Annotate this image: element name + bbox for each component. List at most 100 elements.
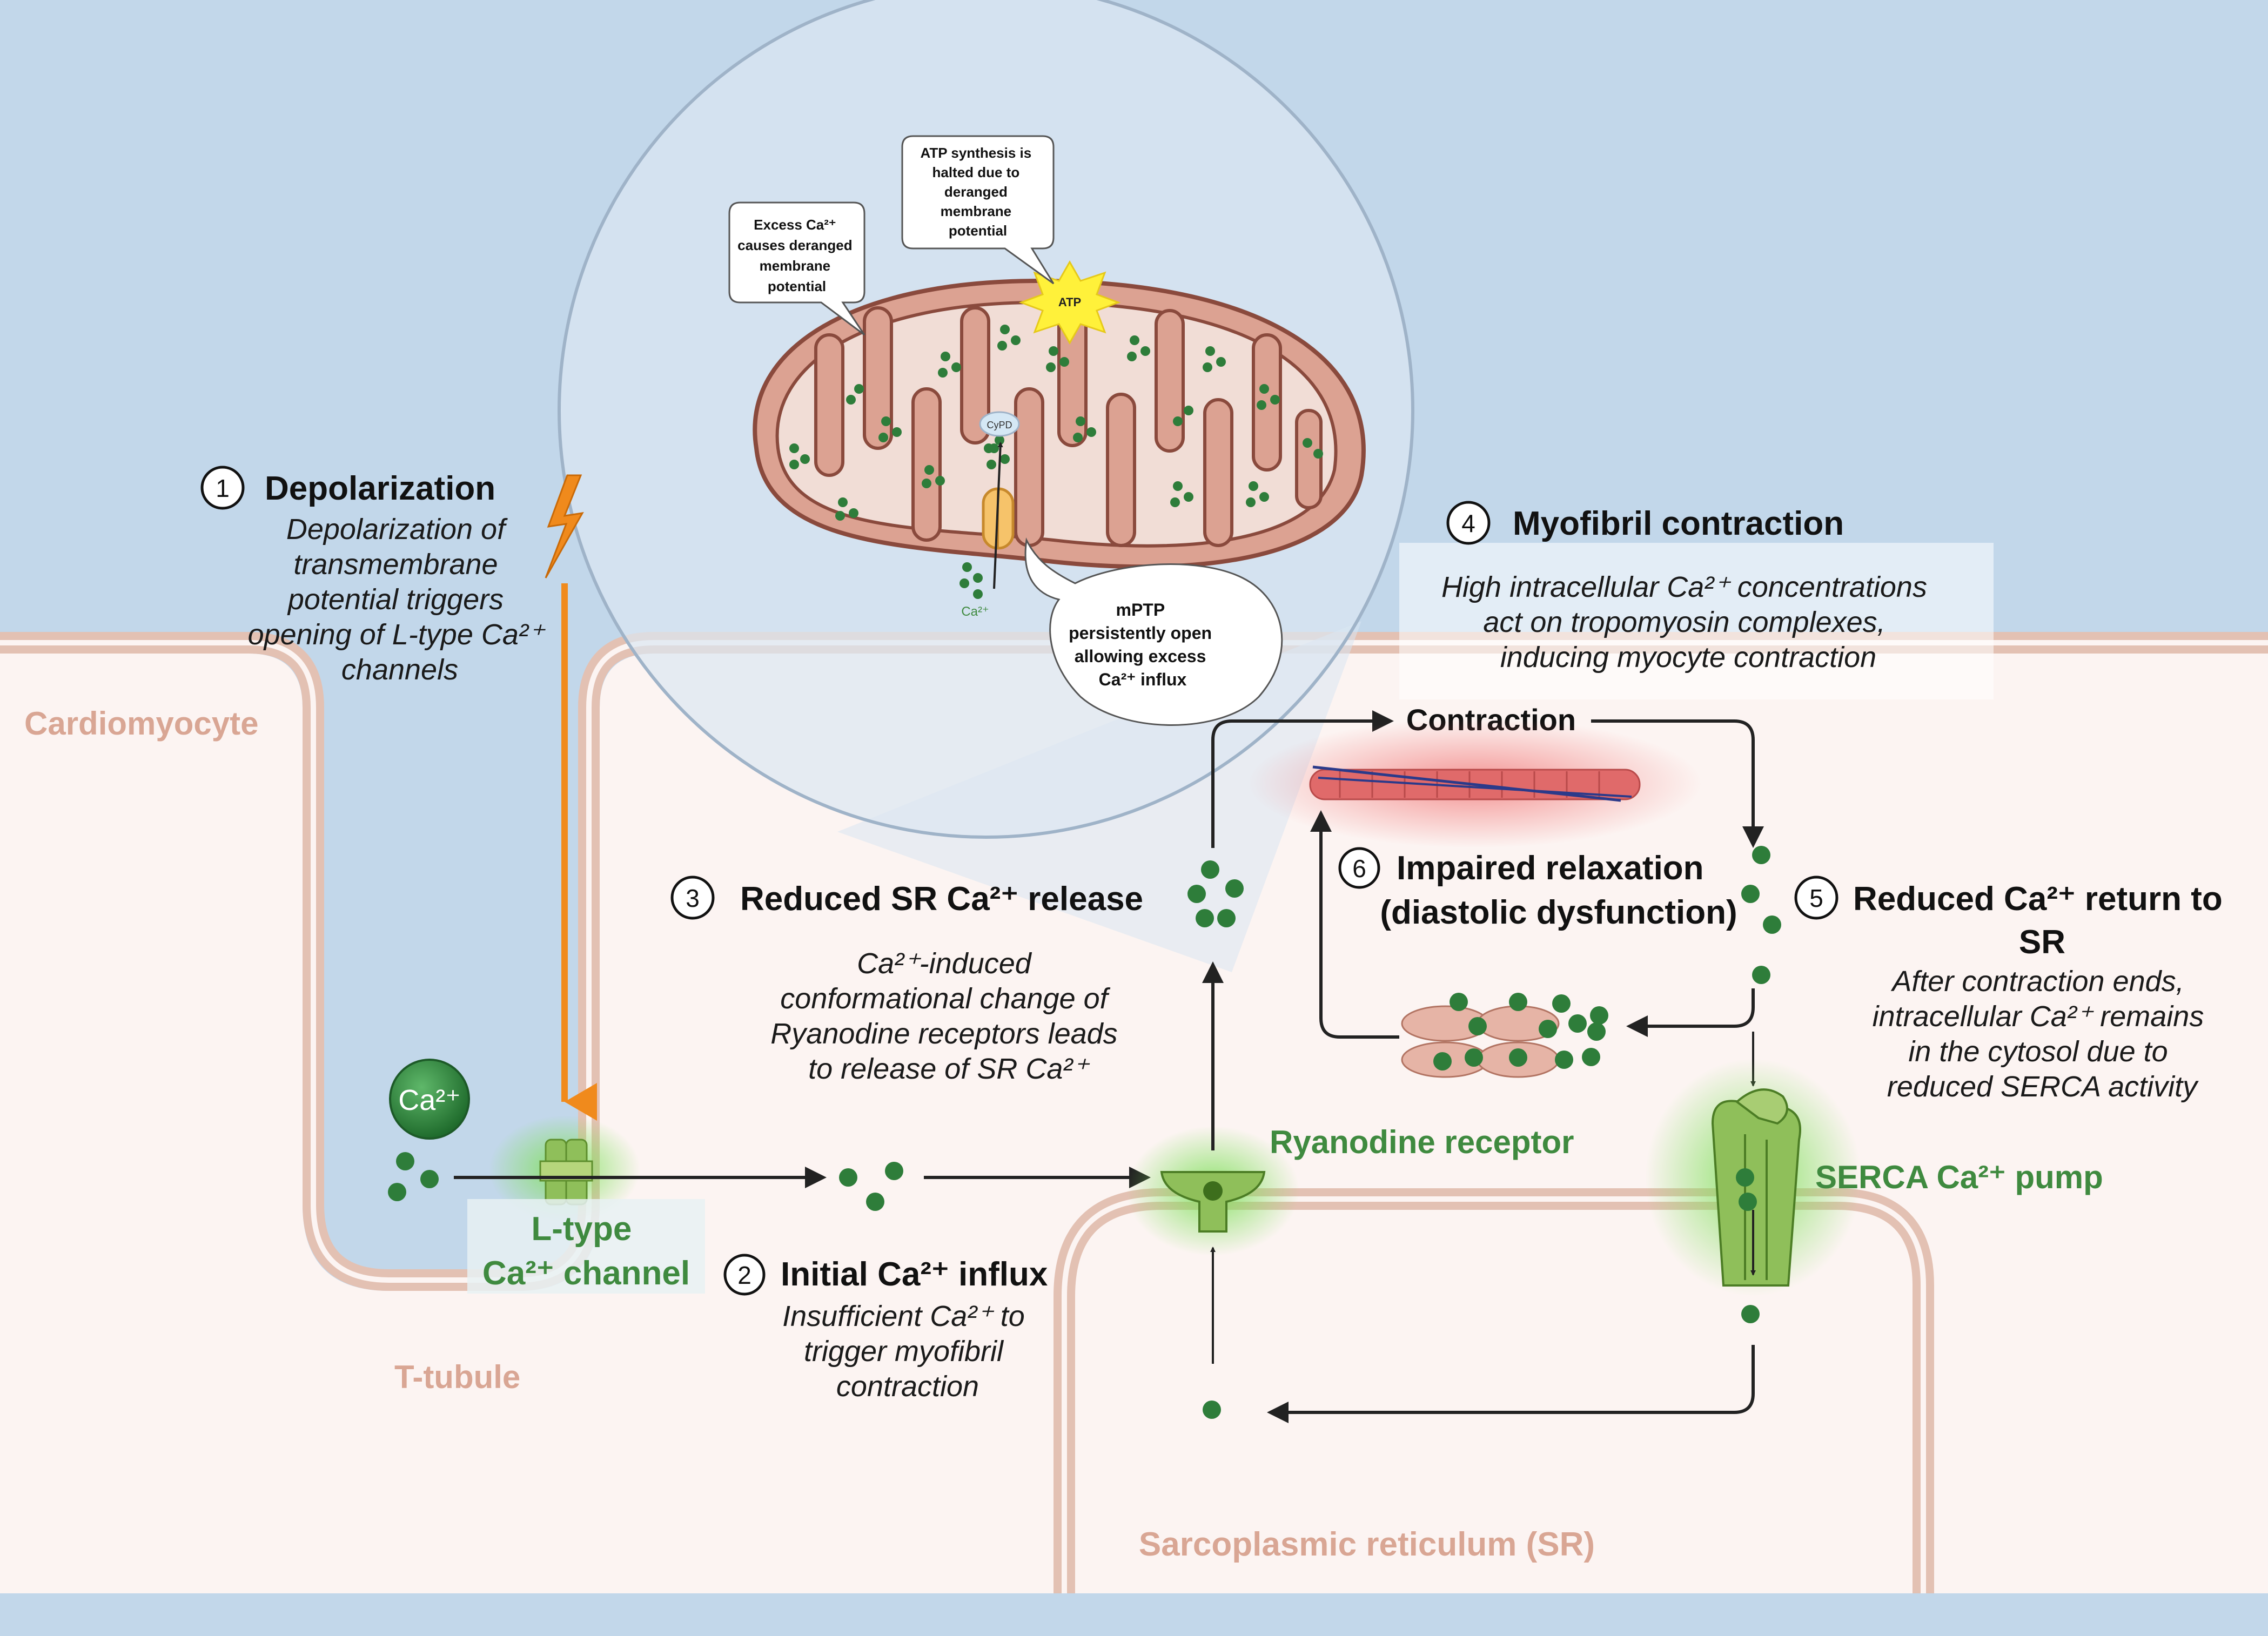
- calcium-cluster-mito: [1433, 993, 1608, 1071]
- sr-calcium-ion-1: [1741, 1305, 1760, 1323]
- sr-return-arrow: [1267, 1345, 1755, 1423]
- svg-text:Depolarization of transm: Depolarization of transmembrane potentia…: [248, 513, 552, 686]
- step1-block: 1 Depolarization Depolarization of trans…: [200, 466, 597, 1121]
- step1-desc-line1: Depolarization of: [286, 513, 508, 546]
- bubble-atp-halted: ATP synthesis is halted due to deranged …: [901, 135, 1055, 285]
- step5-desc-line1: After contraction ends,: [1890, 965, 2184, 998]
- bubble-excess-line3: membrane: [760, 258, 831, 274]
- step1-desc-line5: channels: [341, 654, 458, 686]
- bubble-excess-line2: causes deranged: [737, 237, 852, 253]
- step4-number: 4: [1461, 509, 1475, 537]
- step3-desc-line1: Ca²⁺-induced: [857, 947, 1032, 980]
- step1-number: 1: [216, 474, 230, 502]
- sr-label: Sarcoplasmic reticulum (SR): [1139, 1526, 1595, 1563]
- step3-desc-line3: Ryanodine receptors leads: [770, 1018, 1117, 1050]
- bottom-extracellular-band: [0, 1593, 2268, 1636]
- cypd-protein: [979, 411, 1020, 437]
- t-tubule-label: T-tubule: [394, 1359, 520, 1395]
- lightning-icon: [545, 474, 584, 578]
- svg-text:High intracellular Ca²⁺ concen: High intracellular Ca²⁺ concentrations a…: [1441, 571, 1935, 674]
- step2-number-circle: [723, 1254, 766, 1296]
- step4-desc-line3: inducing myocyte contraction: [1500, 641, 1876, 674]
- step4-text-box: [1399, 543, 1994, 699]
- to-mito-arrow: [1626, 988, 1755, 1037]
- mito-outer-calcium: [959, 562, 983, 599]
- sarcoplasmic-reticulum: [1064, 1199, 1923, 1593]
- step2-desc-line3: contraction: [836, 1370, 979, 1403]
- step5-number: 5: [1809, 884, 1823, 912]
- step3-number-circle: [670, 876, 715, 920]
- mptp-arrow: [993, 442, 1003, 589]
- bubble-mptp-line2: persistently open: [1069, 623, 1212, 643]
- ryanodine-receptor: [1126, 1126, 1299, 1256]
- bubble-mptp: mPTP persistently open allowing excess C…: [1024, 537, 1283, 726]
- bubble-excess-line1: Excess Ca²⁺: [754, 217, 836, 233]
- cardiomyocyte-label: Cardiomyocyte: [24, 705, 258, 742]
- step5-title-line1: Reduced Ca²⁺ return to: [1853, 880, 2223, 918]
- step3-block: 3 Reduced SR Ca²⁺ release Ca²⁺-induced c…: [670, 876, 1143, 1085]
- relaxation-arrow: [1310, 810, 1399, 1039]
- svg-text:After contraction ends,: After contraction ends, intracellular Ca…: [1873, 965, 2212, 1103]
- sr-calcium-ion-2: [1203, 1401, 1221, 1419]
- myofibril: [1309, 765, 1641, 802]
- bubble-atp-line5: potential: [949, 223, 1007, 239]
- step1-desc-line4: opening of L-type Ca²⁺: [248, 618, 546, 651]
- calcium-cluster-ttubule: [388, 1152, 439, 1201]
- serca-label: SERCA Ca²⁺ pump: [1815, 1159, 2103, 1195]
- cristae: [814, 304, 1323, 547]
- step6-title-line1: Impaired relaxation: [1397, 850, 1704, 887]
- l-type-label-line2: Ca²⁺ channel: [482, 1255, 690, 1292]
- step5-desc-line3: in the cytosol due to: [1908, 1035, 2168, 1068]
- cytosolic-mitochondria: [1401, 1005, 1560, 1078]
- svg-text:mPTP persistently open: mPTP persistently open allowing excess C…: [1069, 600, 1217, 689]
- bubble-excess-line4: potential: [768, 278, 826, 294]
- bubble-mptp-line3: allowing excess: [1075, 647, 1206, 666]
- mitochondrion: CyPD Ca²⁺ ATP: [753, 260, 1366, 619]
- atp-burst: [1018, 260, 1121, 345]
- step3-desc-line4: to release of SR Ca²⁺: [808, 1053, 1090, 1085]
- step5-desc-line2: intracellular Ca²⁺ remains: [1873, 1000, 2204, 1033]
- mito-ca-label: Ca²⁺: [961, 604, 989, 619]
- step1-desc-line2: transmembrane: [293, 548, 498, 581]
- l-type-label-box: [467, 1199, 705, 1294]
- svg-text:Excess Ca²⁺ causes deran: Excess Ca²⁺ causes deranged membrane pot…: [737, 217, 856, 294]
- bubble-atp-shape: [901, 135, 1055, 285]
- bubble-atp-line2: halted due to: [932, 164, 1019, 180]
- bubble-atp-line4: membrane: [941, 203, 1012, 219]
- atp-label: ATP: [1058, 295, 1081, 309]
- to-contraction-arrow: [1211, 710, 1394, 848]
- step2-desc-line2: trigger myofibril: [804, 1335, 1004, 1368]
- step5-block: 5 Reduced Ca²⁺ return to SR After contra…: [1794, 876, 2223, 1103]
- calcium-ion-icon: [389, 1059, 470, 1140]
- svg-text:ATP synthesis is halted: ATP synthesis is halted due to deranged …: [921, 145, 1036, 239]
- bubble-mptp-line4: Ca²⁺ influx: [1099, 670, 1187, 689]
- step2-title: Initial Ca²⁺ influx: [781, 1256, 1048, 1293]
- ryanodine-label: Ryanodine receptor: [1270, 1124, 1574, 1160]
- l-type-channel: [489, 1115, 640, 1223]
- serca-pump: [1645, 1059, 1861, 1296]
- bubble-mptp-line1: mPTP: [1116, 600, 1165, 620]
- step4-desc-line2: act on tropomyosin complexes,: [1483, 606, 1885, 638]
- svg-text:Ca²⁺-induced conformatio: Ca²⁺-induced conformational change of Ry…: [770, 947, 1125, 1085]
- step1-desc-line3: potential triggers: [287, 583, 504, 616]
- cypd-label: CyPD: [987, 420, 1012, 430]
- step4-title: Myofibril contraction: [1513, 505, 1844, 542]
- bubble-excess-shape: [728, 201, 865, 336]
- step4-desc-line1: High intracellular Ca²⁺ concentrations: [1441, 571, 1927, 603]
- cell-membrane-inner: [0, 640, 2268, 1283]
- step6-block: 6 Impaired relaxation (diastolic dysfunc…: [1338, 847, 1737, 931]
- step4-block: 4 Myofibril contraction High intracellul…: [1441, 501, 1935, 674]
- l-type-label-line1: L-type: [531, 1210, 632, 1248]
- mito-calcium-clusters: [789, 325, 1323, 521]
- bubble-mptp-shape: [1024, 537, 1283, 726]
- calcium-cluster-cytosol: [839, 1162, 903, 1211]
- svg-text:Insufficient Ca²⁺ to tri: Insufficient Ca²⁺ to trigger myofibril c…: [782, 1300, 1033, 1403]
- step5-title-line2: SR: [2019, 924, 2065, 961]
- calcium-return-column: [1741, 846, 1781, 984]
- svg-text:L-type Ca²⁺ channel: L-type Ca²⁺ channel: [482, 1210, 690, 1292]
- calcium-cluster-release: [1187, 860, 1244, 927]
- step1-title: Depolarization: [265, 470, 495, 507]
- step2-block: 2 Initial Ca²⁺ influx Insufficient Ca²⁺ …: [723, 1254, 1048, 1403]
- step5-number-circle: [1794, 876, 1838, 920]
- bubble-atp-line3: deranged: [944, 184, 1008, 200]
